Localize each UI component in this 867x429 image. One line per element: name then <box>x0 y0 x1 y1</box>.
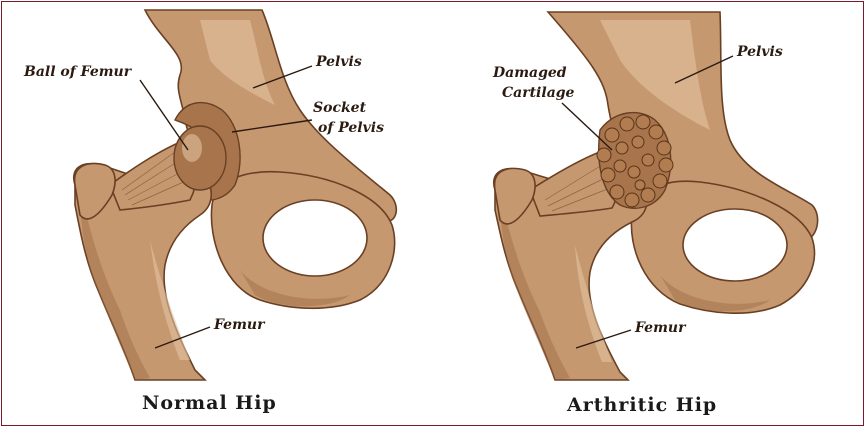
pointer-normal-pelvis <box>252 65 313 89</box>
caption-normal-hip: Normal Hip <box>142 392 277 414</box>
label-arthritic-femur: Femur <box>634 320 687 336</box>
label-normal-pelvis: Pelvis <box>315 54 362 70</box>
label-arthritic-pelvis: Pelvis <box>736 44 783 60</box>
label-normal-femur: Femur <box>213 317 266 333</box>
pointer-socket <box>231 119 313 133</box>
arthritic-hip-illustration <box>493 11 819 381</box>
label-socket-line1: Socket <box>313 100 367 116</box>
pointer-arthritic-femur <box>575 329 632 349</box>
label-socket-line2: of Pelvis <box>318 120 384 136</box>
normal-femoral-head <box>173 125 227 191</box>
damaged-cartilage <box>596 111 674 209</box>
normal-obturator-foramen <box>262 199 368 277</box>
label-damaged-line2: Cartilage <box>502 85 575 101</box>
pointer-damaged-cartilage <box>561 102 613 151</box>
arthritic-obturator-foramen <box>682 208 788 282</box>
normal-hip-illustration <box>73 9 398 381</box>
label-damaged-line1: Damaged <box>492 65 567 81</box>
pointer-arthritic-pelvis <box>674 55 734 84</box>
label-ball-of-femur: Ball of Femur <box>23 64 133 80</box>
pointer-ball-of-femur <box>139 79 189 151</box>
pointer-normal-femur <box>154 326 211 349</box>
caption-arthritic-hip: Arthritic Hip <box>566 394 717 416</box>
